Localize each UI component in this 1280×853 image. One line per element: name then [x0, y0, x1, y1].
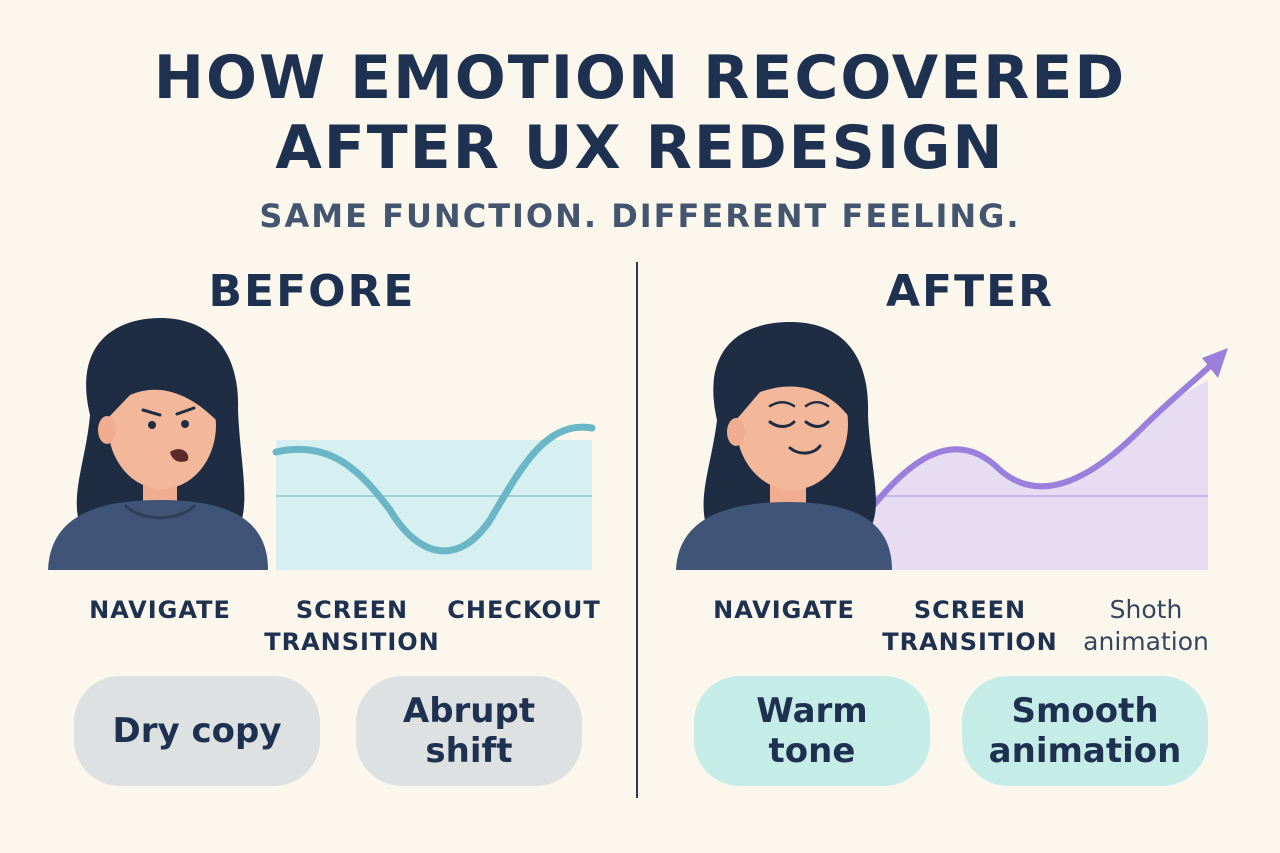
- before-step-screen-transition: SCREEN TRANSITION: [264, 596, 440, 656]
- center-divider: [636, 262, 638, 798]
- after-step-screen-transition: SCREEN TRANSITION: [882, 596, 1058, 656]
- before-pill-abrupt-shift: Abrupt shift: [356, 676, 582, 786]
- before-pill-dry-copy: Dry copy: [74, 676, 320, 786]
- before-step-navigate: NAVIGATE: [89, 596, 231, 624]
- title-line-2: AFTER UX REDESIGN: [275, 113, 1005, 183]
- after-curve-area: [862, 380, 1208, 570]
- calm-person-icon: [676, 322, 892, 570]
- after-step-animation: Shoth animation: [1083, 595, 1209, 656]
- before-step-checkout: CHECKOUT: [447, 596, 601, 624]
- before-pill-abrupt-shift-label: Abrupt shift: [402, 691, 536, 771]
- after-arrow-head-icon: [1202, 348, 1228, 378]
- after-emotion-curve: [859, 363, 1213, 523]
- after-pill-smooth-animation: Smooth animation: [962, 676, 1208, 786]
- subtitle: SAME FUNCTION. DIFFERENT FEELING.: [259, 197, 1021, 235]
- before-heading: BEFORE: [208, 266, 416, 317]
- after-pill-warm-tone: Warm tone: [694, 676, 930, 786]
- title-line-1: HOW EMOTION RECOVERED: [153, 43, 1127, 113]
- worried-person-icon: [48, 318, 268, 570]
- before-emotion-curve: [272, 423, 596, 555]
- before-pill-dry-copy-label: Dry copy: [112, 711, 282, 751]
- after-step-navigate: NAVIGATE: [713, 596, 855, 624]
- after-pill-smooth-animation-label: Smooth animation: [988, 691, 1182, 771]
- after-pill-warm-tone-label: Warm tone: [756, 691, 868, 771]
- after-heading: AFTER: [885, 266, 1055, 317]
